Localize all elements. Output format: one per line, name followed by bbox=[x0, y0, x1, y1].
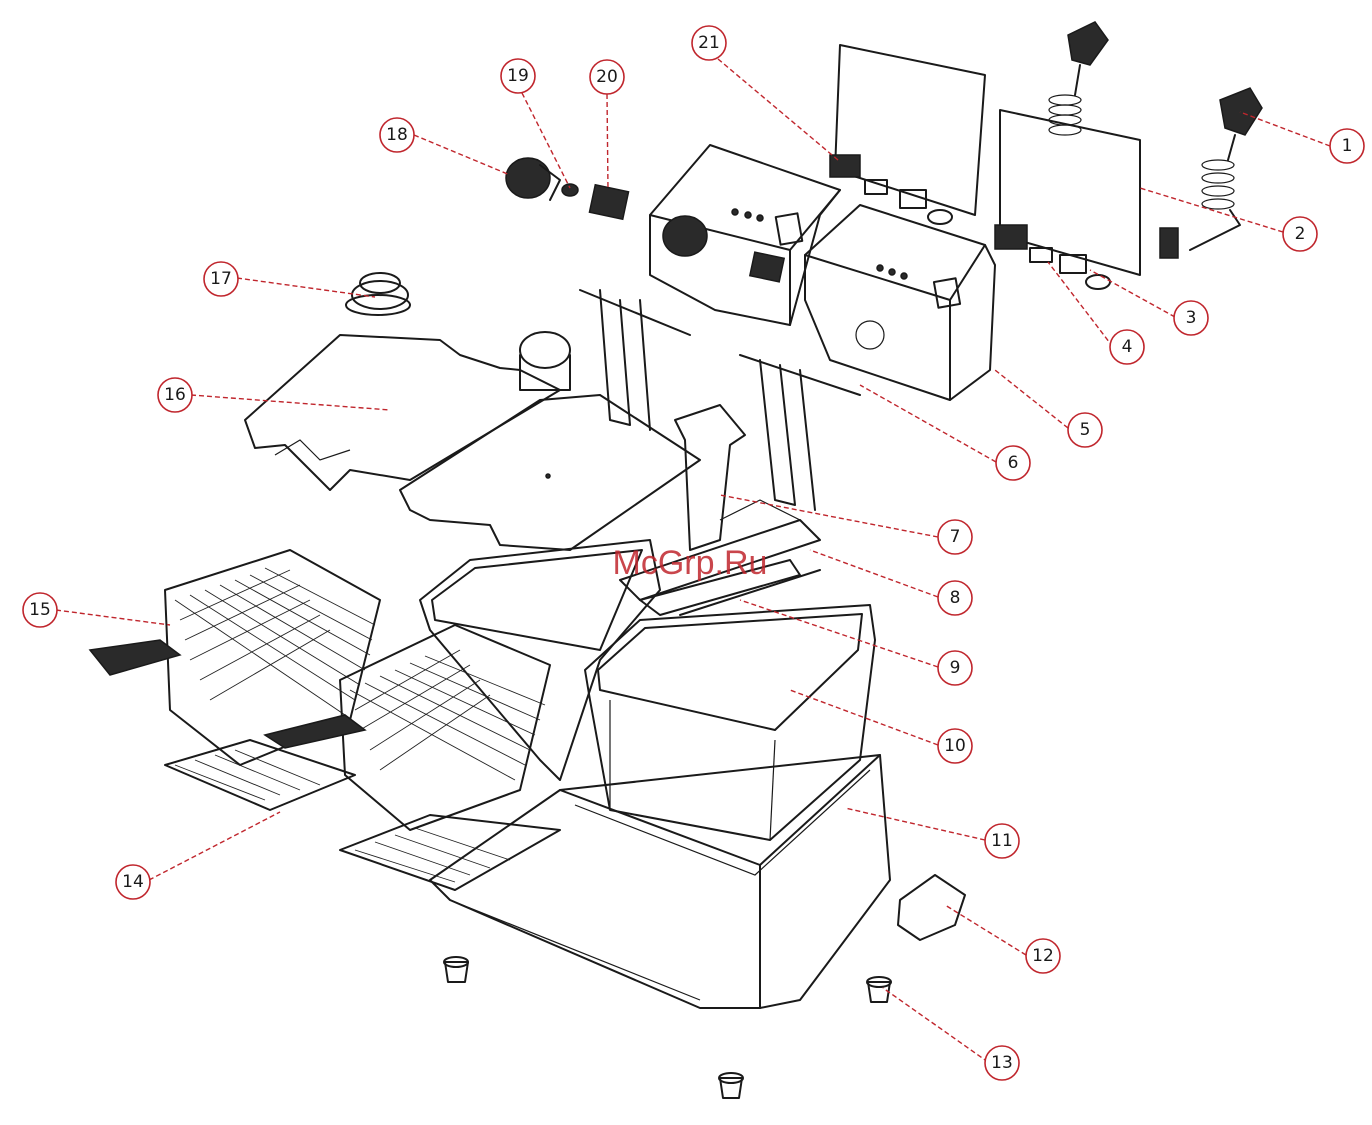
svg-text:17: 17 bbox=[210, 269, 232, 289]
callout-19: 19 bbox=[501, 59, 535, 93]
side-handle bbox=[898, 875, 965, 940]
svg-text:14: 14 bbox=[122, 872, 144, 892]
callout-7: 7 bbox=[938, 520, 972, 554]
svg-text:13: 13 bbox=[991, 1053, 1013, 1073]
callout-12: 12 bbox=[1026, 939, 1060, 973]
foot-1 bbox=[444, 957, 468, 982]
callout-4: 4 bbox=[1110, 330, 1144, 364]
thermostat-right bbox=[995, 225, 1110, 289]
lid-right bbox=[400, 332, 700, 550]
svg-text:15: 15 bbox=[29, 600, 51, 620]
svg-text:3: 3 bbox=[1186, 308, 1197, 328]
callout-18: 18 bbox=[380, 118, 414, 152]
basket-right bbox=[265, 625, 560, 890]
thermostat-left bbox=[830, 155, 952, 224]
control-knob bbox=[506, 158, 560, 200]
callout-20: 20 bbox=[590, 60, 624, 94]
callout-13: 13 bbox=[985, 1046, 1019, 1080]
svg-text:1: 1 bbox=[1342, 136, 1353, 156]
svg-text:11: 11 bbox=[991, 831, 1013, 851]
callout-8: 8 bbox=[938, 581, 972, 615]
element-tubes bbox=[580, 290, 860, 510]
lid-left bbox=[245, 335, 560, 490]
callout-10: 10 bbox=[938, 729, 972, 763]
svg-text:20: 20 bbox=[596, 67, 618, 87]
callout-6: 6 bbox=[996, 446, 1030, 480]
rocker-switch bbox=[589, 185, 628, 219]
power-cord-left bbox=[1049, 22, 1108, 135]
fryer-housing bbox=[430, 755, 890, 1008]
callout-17: 17 bbox=[204, 262, 238, 296]
svg-text:8: 8 bbox=[950, 588, 961, 608]
svg-text:10: 10 bbox=[944, 736, 966, 756]
element-bracket bbox=[675, 405, 745, 550]
basket-left bbox=[90, 550, 380, 810]
callout-21: 21 bbox=[692, 26, 726, 60]
callout-11: 11 bbox=[985, 824, 1019, 858]
svg-text:12: 12 bbox=[1032, 946, 1054, 966]
svg-text:5: 5 bbox=[1080, 420, 1091, 440]
foot-2 bbox=[867, 977, 891, 1002]
callout-16: 16 bbox=[158, 378, 192, 412]
control-knob-mounted bbox=[663, 216, 784, 282]
callout-2: 2 bbox=[1283, 217, 1317, 251]
svg-text:18: 18 bbox=[386, 125, 408, 145]
callout-9: 9 bbox=[938, 651, 972, 685]
svg-text:7: 7 bbox=[950, 527, 961, 547]
foot-3 bbox=[719, 1073, 743, 1098]
callout-1: 1 bbox=[1330, 129, 1364, 163]
callout-3: 3 bbox=[1174, 301, 1208, 335]
svg-text:16: 16 bbox=[164, 385, 186, 405]
power-cord-right bbox=[1160, 88, 1262, 258]
indicator-lamp bbox=[562, 184, 578, 196]
svg-text:21: 21 bbox=[698, 33, 720, 53]
callout-14: 14 bbox=[116, 865, 150, 899]
svg-text:6: 6 bbox=[1008, 453, 1019, 473]
svg-text:9: 9 bbox=[950, 658, 961, 678]
svg-text:19: 19 bbox=[507, 66, 529, 86]
svg-text:4: 4 bbox=[1122, 337, 1133, 357]
watermark-text: McGrp.Ru bbox=[613, 544, 768, 582]
callout-15: 15 bbox=[23, 593, 57, 627]
control-box-right bbox=[805, 205, 995, 400]
lid-knob bbox=[346, 273, 410, 315]
callout-5: 5 bbox=[1068, 413, 1102, 447]
svg-text:2: 2 bbox=[1295, 224, 1306, 244]
